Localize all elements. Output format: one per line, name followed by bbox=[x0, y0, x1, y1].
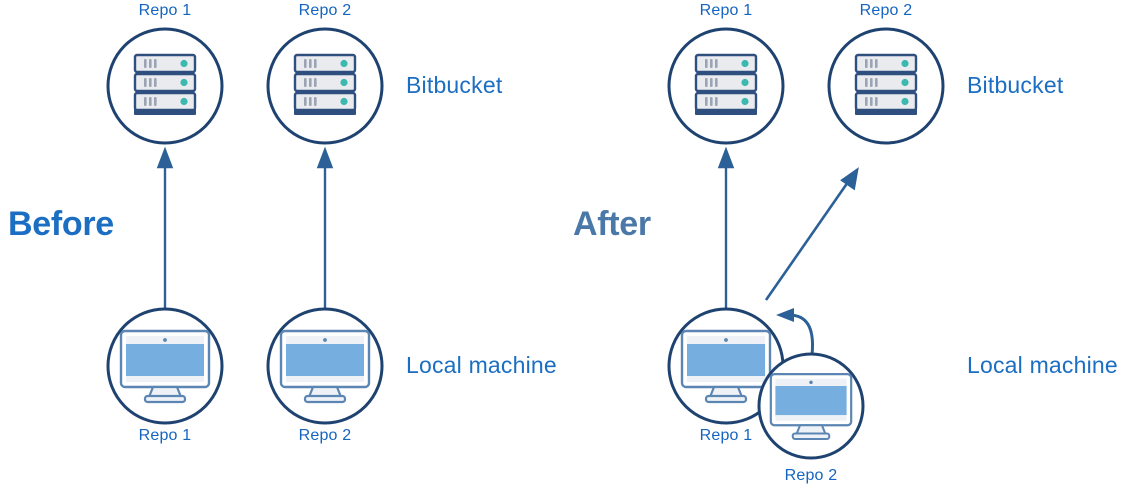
before-remote-repo-1-label: Repo 1 bbox=[138, 2, 192, 19]
after-remote-repo-2-label: Repo 2 bbox=[859, 2, 913, 19]
before-local-repo-1-label: Repo 1 bbox=[138, 427, 192, 444]
row-label-bitbucket-right: Bitbucket bbox=[967, 72, 1064, 98]
row-label-local-machine-right: Local machine bbox=[967, 352, 1118, 378]
after-remote-repo-2 bbox=[827, 27, 945, 145]
row-label-bitbucket-left: Bitbucket bbox=[406, 72, 503, 98]
before-arrow-repo1 bbox=[156, 146, 174, 312]
before-local-repo-1 bbox=[106, 307, 224, 425]
after-remote-repo-1 bbox=[667, 27, 785, 145]
after-local-repo-1-label: Repo 1 bbox=[699, 427, 753, 444]
before-arrow-repo2 bbox=[316, 146, 334, 312]
after-local-repo-2 bbox=[757, 352, 865, 460]
before-local-repo-2-label: Repo 2 bbox=[298, 427, 352, 444]
after-remote-repo-1-label: Repo 1 bbox=[699, 2, 753, 19]
before-remote-repo-2 bbox=[266, 27, 384, 145]
after-arrow-diagonal-repo2 bbox=[764, 167, 859, 301]
before-remote-repo-1 bbox=[106, 27, 224, 145]
before-remote-repo-2-label: Repo 2 bbox=[298, 2, 352, 19]
after-arrow-curved-merge bbox=[776, 308, 815, 357]
section-label-before: Before bbox=[8, 205, 114, 243]
row-label-local-machine-left: Local machine bbox=[406, 352, 557, 378]
section-label-after: After bbox=[573, 205, 651, 243]
after-local-repo-2-label: Repo 2 bbox=[784, 467, 838, 484]
after-arrow-repo1 bbox=[717, 146, 735, 312]
before-local-repo-2 bbox=[266, 307, 384, 425]
